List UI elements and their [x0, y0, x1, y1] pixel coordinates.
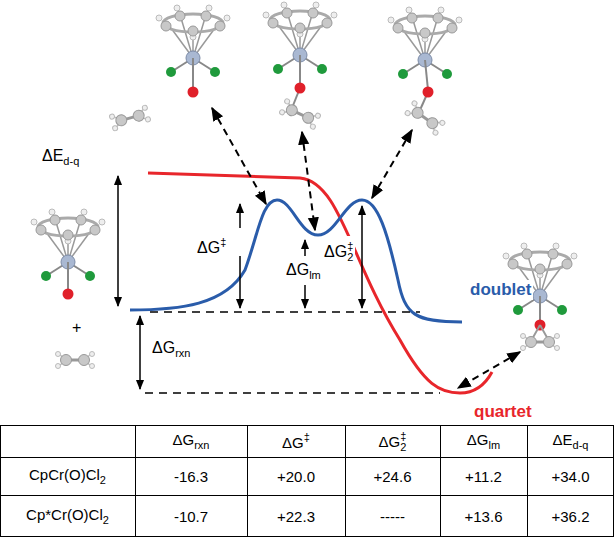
table-text: ----- [380, 508, 405, 525]
table-cell: ΔG‡2 [345, 430, 440, 453]
energy-label-group: ΔG‡2 [322, 236, 355, 267]
table-text: ΔG [173, 431, 195, 448]
table-text: rxn [194, 439, 209, 451]
table-text: -10.7 [174, 508, 208, 525]
table-text: ΔE [553, 431, 573, 448]
table-text: CpCr(O)Cl [29, 466, 100, 483]
table-text: ‡ [304, 431, 310, 443]
table-text: +11.2 [465, 468, 502, 485]
table-grid [0, 425, 614, 537]
state-label-group: doublet [468, 280, 533, 300]
table-text: ΔG [467, 431, 489, 448]
measure-arrows [118, 176, 362, 389]
table-text: 2 [100, 474, 106, 486]
energy-label: ‡ [220, 236, 226, 248]
table-cell: CpCr(O)Cl2 [0, 466, 135, 486]
table-text: +20.0 [277, 468, 315, 485]
energy-label: ΔG [286, 261, 309, 278]
table-cell: -10.7 [135, 508, 247, 525]
energy-label: ΔG [152, 339, 175, 356]
table-cell: -16.3 [135, 468, 247, 485]
table-cell: ----- [345, 508, 440, 525]
doublet-curve [130, 200, 462, 322]
table-text: 2 [400, 441, 406, 453]
quartet-curve [148, 173, 492, 393]
state-label-group: quartet [472, 402, 534, 422]
table-text: -16.3 [174, 468, 208, 485]
table-cell: +22.3 [247, 508, 345, 525]
table-text: 2 [103, 514, 109, 526]
energy-label: ΔG [197, 239, 220, 256]
state-label: quartet [474, 402, 532, 421]
table-text: d-q [573, 439, 589, 451]
table-text: +34.0 [552, 468, 590, 485]
table-cell: ΔG‡ [247, 431, 345, 451]
energy-label: ‡ [347, 240, 353, 252]
reference-line [145, 392, 440, 394]
ts1-molecule [109, 5, 230, 131]
table-text: lm [489, 439, 501, 451]
table-cell: +24.6 [345, 468, 440, 485]
energy-label: lm [309, 269, 321, 281]
leader-arrows [212, 108, 520, 388]
table-cell: ΔGlm [440, 431, 527, 451]
intermediate-molecule [263, 2, 337, 130]
energy-label-group: ΔGlm [284, 260, 323, 285]
table-cell: +34.0 [527, 468, 614, 485]
table-text: +36.2 [552, 508, 590, 525]
reference-line [150, 311, 420, 313]
table-cell: +20.0 [247, 468, 345, 485]
table-text: +22.3 [277, 508, 315, 525]
table-cell: ΔEd-q [527, 431, 614, 451]
table-cell: +36.2 [527, 508, 614, 525]
table-text: +24.6 [374, 468, 412, 485]
energy-label: ΔG [324, 243, 347, 260]
energy-label-group: ΔG‡ [195, 232, 228, 258]
ts2-molecule [388, 7, 462, 136]
reactant-molecule [31, 209, 105, 369]
plus-sign-group: + [70, 318, 83, 338]
energy-label-group: ΔGrxn [150, 338, 192, 363]
energy-label-group: ΔEd-q [40, 146, 81, 171]
state-label: doublet [470, 280, 531, 299]
plus-sign: + [72, 319, 81, 336]
energy-label: rxn [175, 347, 190, 359]
table-text: ΔG [282, 434, 304, 451]
table-text: +13.6 [465, 508, 503, 525]
table-text: ΔG [379, 433, 401, 450]
energy-label: ΔE [42, 147, 63, 164]
table-cell: +13.6 [440, 508, 527, 525]
energy-label: 2 [347, 251, 353, 263]
table-cell: Cp*Cr(O)Cl2 [0, 506, 135, 526]
table-cell: ΔGrxn [135, 431, 247, 451]
table-text: ‡ [400, 430, 406, 442]
energy-label: d-q [63, 155, 79, 167]
table-text: Cp*Cr(O)Cl [26, 506, 103, 523]
table-cell: +11.2 [440, 468, 527, 485]
